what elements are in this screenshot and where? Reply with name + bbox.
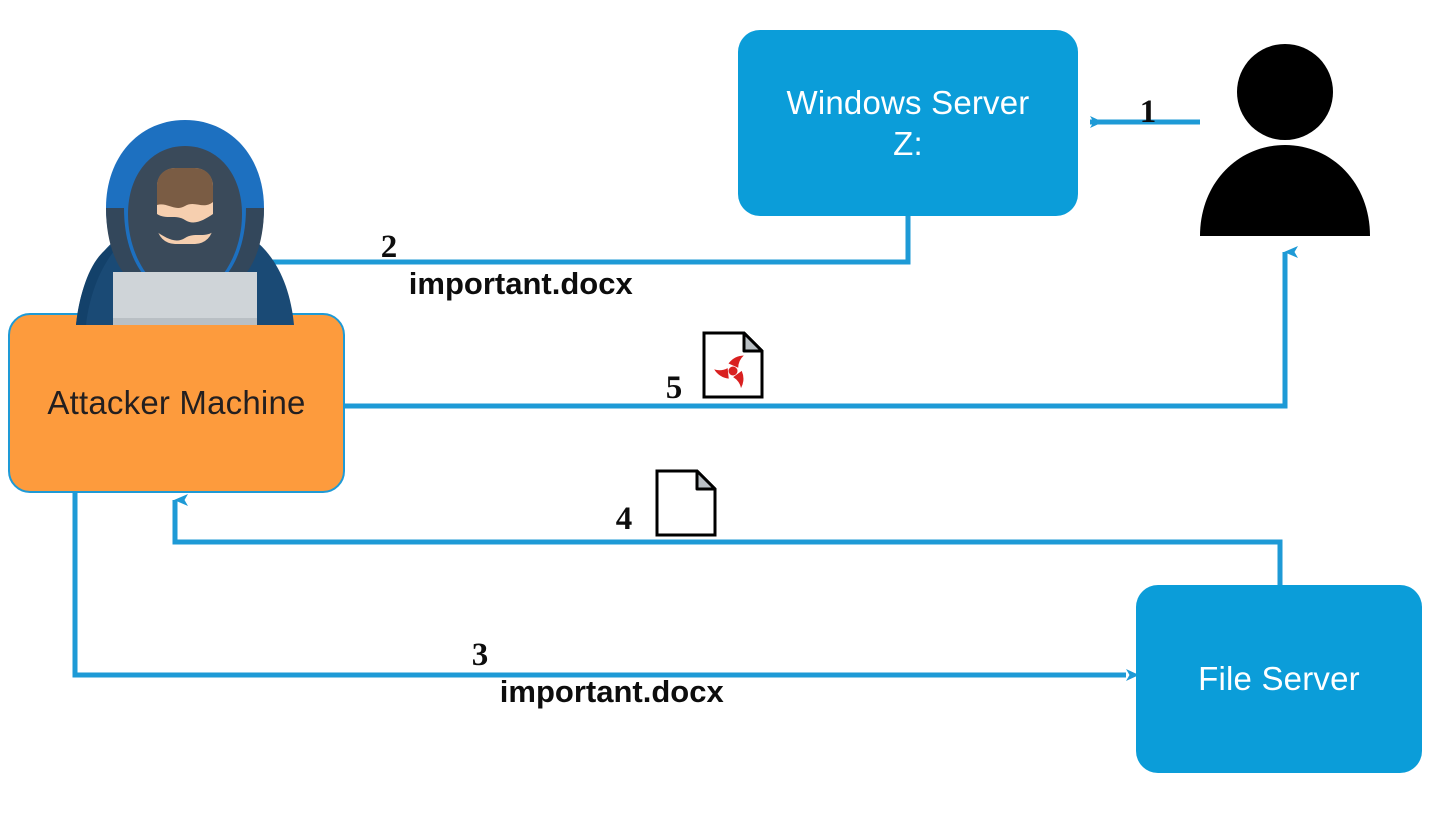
node-attacker-machine-label: Attacker Machine — [47, 384, 306, 422]
step-5-number: 5 — [665, 370, 683, 406]
connector-step-3 — [72, 492, 1139, 681]
node-file-server[interactable]: File Server — [1136, 585, 1422, 773]
node-windows-server-label-line1: Windows Server — [786, 83, 1030, 121]
step-4-label: 4 — [598, 483, 633, 556]
hacker-laptop-icon — [60, 110, 310, 325]
radioactive-file-icon — [702, 331, 764, 399]
node-windows-server-label-line2: Z: — [893, 125, 923, 162]
node-file-server-label: File Server — [1198, 660, 1360, 698]
step-5-label: 5 — [648, 352, 683, 425]
connector-step-5 — [345, 246, 1298, 409]
step-2-label: 2 important.docx — [363, 211, 633, 320]
step-3-number: 3 — [471, 637, 489, 673]
step-1-number: 1 — [1139, 94, 1157, 130]
connector-step-4 — [172, 494, 1283, 585]
step-4-number: 4 — [615, 501, 633, 537]
step-3-label: 3 important.docx — [454, 619, 724, 728]
step-1-label: 1 — [1122, 76, 1157, 149]
blank-file-icon — [655, 469, 717, 537]
step-2-number: 2 — [380, 229, 398, 265]
node-windows-server[interactable]: Windows Server Z: — [738, 30, 1078, 216]
step-2-text: important.docx — [408, 266, 633, 301]
node-attacker-machine[interactable]: Attacker Machine — [8, 313, 345, 493]
step-3-text: important.docx — [499, 674, 724, 709]
user-person-icon — [1198, 40, 1373, 240]
